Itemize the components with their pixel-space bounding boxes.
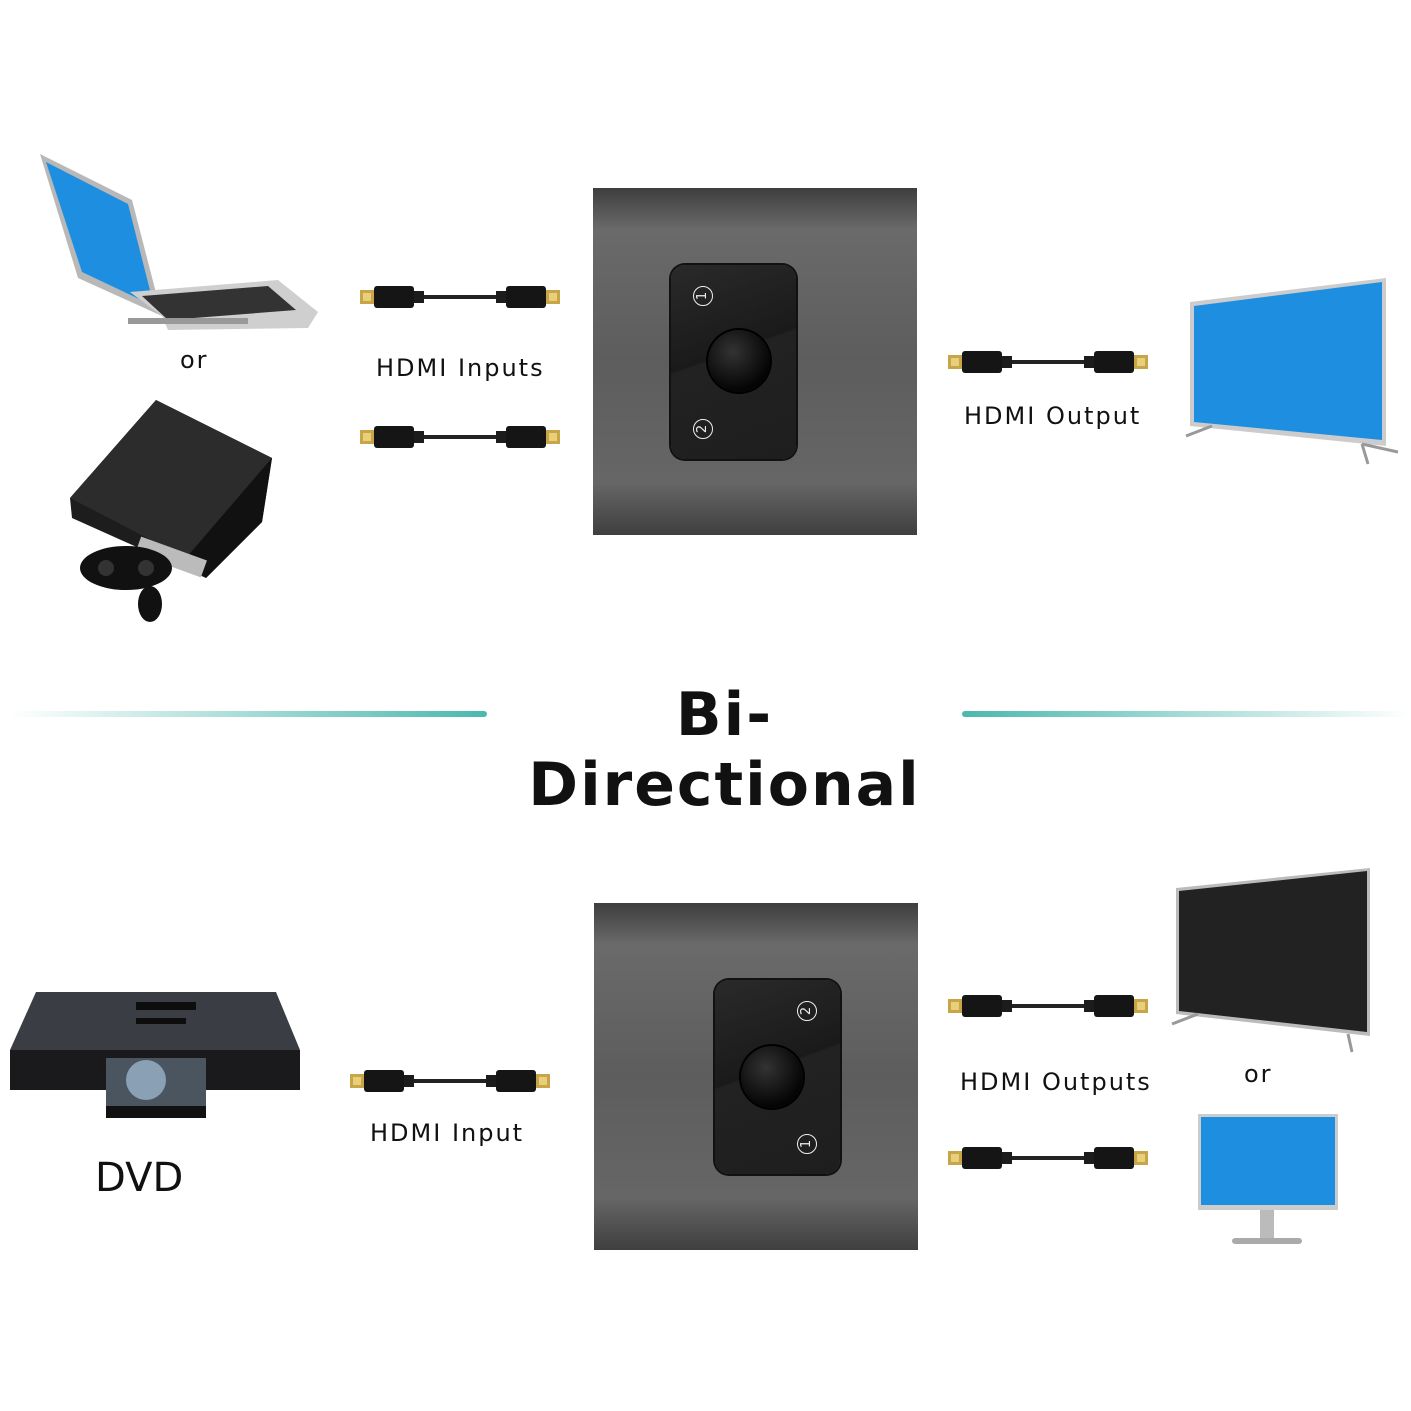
hdmi-cable-output-2 <box>948 1143 1148 1173</box>
or-label-top: or <box>180 346 209 374</box>
hdmi-cable-input-2 <box>360 422 560 452</box>
hdmi-output-label: HDMI Output <box>964 402 1142 430</box>
tv-icon <box>1185 278 1399 465</box>
tv-dark-icon <box>1171 868 1370 1053</box>
port-2-indicator: 2 <box>797 1001 817 1021</box>
game-console-icon <box>70 400 272 622</box>
monitor-icon <box>1198 1114 1338 1244</box>
hdmi-input-label: HDMI Input <box>370 1119 525 1147</box>
page-title: Bi-Directional <box>528 680 921 820</box>
port-1-indicator: 1 <box>797 1134 817 1154</box>
hdmi-switch-bottom: 2 1 <box>594 903 918 1250</box>
port-2-indicator: 2 <box>693 419 713 439</box>
hdmi-cable-input <box>350 1066 550 1096</box>
switch-panel: 2 1 <box>715 980 840 1174</box>
hdmi-outputs-label: HDMI Outputs <box>960 1068 1152 1096</box>
or-label-bottom: or <box>1244 1060 1273 1088</box>
switch-button[interactable] <box>741 1046 803 1108</box>
hdmi-inputs-label: HDMI Inputs <box>376 354 545 382</box>
switch-panel: 1 2 <box>671 265 796 459</box>
hdmi-cable-output-1 <box>948 991 1148 1021</box>
divider-line-left <box>10 711 487 717</box>
port-1-indicator: 1 <box>693 286 713 306</box>
hdmi-cable-input-1 <box>360 282 560 312</box>
dvd-player-icon <box>10 992 300 1118</box>
laptop-icon <box>40 154 318 330</box>
hdmi-cable-output <box>948 347 1148 377</box>
dvd-label: DVD <box>95 1155 184 1201</box>
hdmi-switch-top: 1 2 <box>593 188 917 535</box>
divider-line-right <box>962 711 1411 717</box>
switch-button[interactable] <box>708 330 770 392</box>
